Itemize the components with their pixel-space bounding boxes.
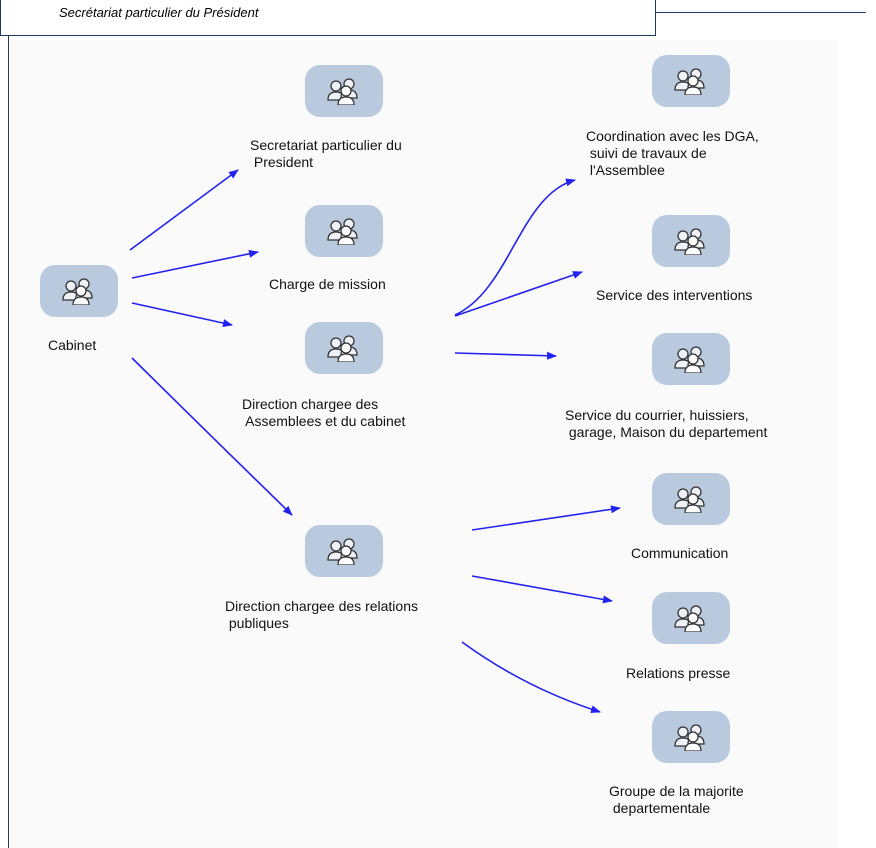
edge-cabinet-to-secretariat xyxy=(129,169,239,251)
edge-direction-assemblees-to-service-interventions xyxy=(454,271,583,317)
edge-direction-relations-to-communication xyxy=(471,505,621,531)
node-relations-presse-box[interactable] xyxy=(652,592,730,644)
node-charge-mission-box[interactable] xyxy=(305,205,383,257)
node-direction-assemblees-box[interactable] xyxy=(305,322,383,374)
left-rule xyxy=(8,36,9,848)
node-coordination-label: Coordination avec les DGA, suivi de trav… xyxy=(586,128,759,178)
org-chart: Cabinet Secretariat particulier du Presid… xyxy=(10,40,838,848)
header-box: Secrétariat particulier du Président xyxy=(0,0,656,36)
edge-direction-assemblees-to-service-courrier xyxy=(454,351,557,360)
node-groupe-majorite-label: Groupe de la majorite departementale xyxy=(609,783,744,816)
edge-direction-assemblees-to-coordination xyxy=(454,178,576,316)
edges-layer xyxy=(129,169,621,714)
node-communication-label: Communication xyxy=(631,545,729,561)
node-direction-relations-box[interactable] xyxy=(305,525,383,577)
node-charge-mission-label: Charge de mission xyxy=(269,276,386,292)
node-direction-assemblees-label: Direction chargee des Assemblees et du c… xyxy=(242,396,406,429)
node-secretariat-label: Secretariat particulier du President xyxy=(250,137,402,170)
node-service-interventions-box[interactable] xyxy=(652,215,730,267)
node-secretariat-box[interactable] xyxy=(305,65,383,117)
edge-direction-relations-to-groupe-majorite xyxy=(461,641,601,714)
node-groupe-majorite-box[interactable] xyxy=(652,711,730,763)
header-title: Secrétariat particulier du Président xyxy=(59,5,259,20)
node-service-interventions-label: Service des interventions xyxy=(596,287,753,303)
node-direction-relations-label: Direction chargee des relations publique… xyxy=(225,598,418,631)
node-cabinet-label: Cabinet xyxy=(48,337,97,353)
edge-cabinet-to-direction-relations xyxy=(131,357,293,516)
header-rule xyxy=(656,12,866,13)
edge-cabinet-to-charge-mission xyxy=(131,249,259,279)
node-cabinet-box[interactable] xyxy=(40,265,118,317)
edge-direction-relations-to-relations-presse xyxy=(471,575,613,604)
edge-cabinet-to-direction-assemblees xyxy=(131,302,233,327)
node-coordination-box[interactable] xyxy=(652,55,730,107)
node-relations-presse-label: Relations presse xyxy=(626,665,731,681)
node-service-courrier-box[interactable] xyxy=(652,333,730,385)
node-communication-box[interactable] xyxy=(652,473,730,525)
node-service-courrier-label: Service du courrier, huissiers, garage, … xyxy=(565,407,768,440)
